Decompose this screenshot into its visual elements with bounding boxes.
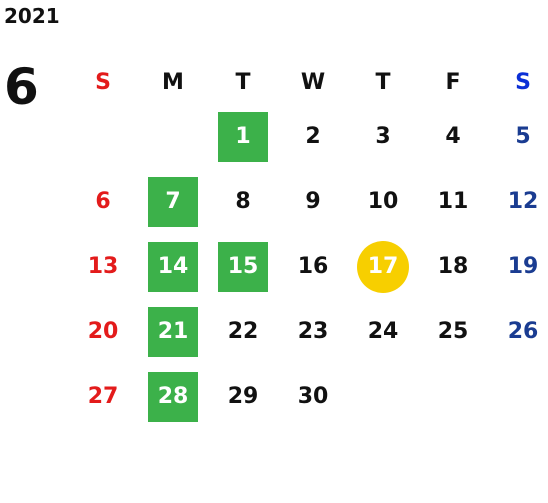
weekday-label: F bbox=[445, 69, 461, 95]
day-number: 5 bbox=[515, 124, 531, 149]
weekday-label: M bbox=[162, 69, 184, 95]
weekday-header-mon: M bbox=[138, 60, 208, 104]
day-number: 6 bbox=[95, 189, 111, 214]
day-cell[interactable]: 18 bbox=[418, 234, 488, 299]
day-cell[interactable]: 28 bbox=[138, 364, 208, 429]
day-number: 16 bbox=[297, 254, 329, 279]
week-row: 20 21 22 23 24 25 26 bbox=[68, 299, 548, 364]
day-cell[interactable]: 6 bbox=[68, 169, 138, 234]
day-cell[interactable]: 4 bbox=[418, 104, 488, 169]
week-row: 1 2 3 4 5 bbox=[68, 104, 548, 169]
day-cell[interactable]: 8 bbox=[208, 169, 278, 234]
weekday-header-row: S M T W T F S bbox=[68, 60, 548, 104]
day-cell[interactable]: 2 bbox=[278, 104, 348, 169]
day-number: 23 bbox=[297, 319, 329, 344]
day-number: 9 bbox=[305, 189, 321, 214]
day-number: 12 bbox=[507, 189, 539, 214]
weekday-header-thu: T bbox=[348, 60, 418, 104]
day-number: 4 bbox=[445, 124, 461, 149]
weekday-label: W bbox=[300, 69, 326, 95]
day-cell[interactable]: 9 bbox=[278, 169, 348, 234]
day-cell[interactable]: 11 bbox=[418, 169, 488, 234]
week-row: 27 28 29 30 bbox=[68, 364, 548, 429]
day-cell[interactable]: 26 bbox=[488, 299, 548, 364]
day-highlight-box bbox=[148, 176, 198, 227]
day-cell[interactable]: 25 bbox=[418, 299, 488, 364]
weekday-label: S bbox=[95, 69, 111, 95]
day-cell[interactable]: 30 bbox=[278, 364, 348, 429]
day-cell[interactable]: 5 bbox=[488, 104, 548, 169]
day-cell[interactable]: 12 bbox=[488, 169, 548, 234]
day-number: 14 bbox=[157, 254, 189, 279]
day-number: 2 bbox=[305, 124, 321, 149]
day-number: 20 bbox=[87, 319, 119, 344]
day-number: 8 bbox=[235, 189, 251, 214]
empty-day-cell bbox=[348, 364, 418, 429]
day-cell[interactable]: 16 bbox=[278, 234, 348, 299]
day-cell[interactable]: 20 bbox=[68, 299, 138, 364]
day-highlight-box bbox=[148, 306, 198, 357]
day-number: 28 bbox=[157, 384, 189, 409]
day-cell[interactable]: 24 bbox=[348, 299, 418, 364]
day-number: 30 bbox=[297, 384, 329, 409]
day-cell[interactable]: 13 bbox=[68, 234, 138, 299]
week-row: 6 7 8 9 10 11 12 bbox=[68, 169, 548, 234]
day-cell[interactable]: 17 bbox=[348, 234, 418, 299]
day-number: 29 bbox=[227, 384, 259, 409]
day-number: 26 bbox=[507, 319, 539, 344]
day-number: 21 bbox=[157, 319, 189, 344]
month-number: 6 bbox=[4, 58, 39, 116]
day-number: 25 bbox=[437, 319, 469, 344]
empty-day-cell bbox=[68, 104, 138, 169]
day-cell[interactable]: 21 bbox=[138, 299, 208, 364]
day-number: 15 bbox=[227, 254, 259, 279]
day-highlight-box bbox=[148, 371, 198, 422]
day-number: 10 bbox=[367, 189, 399, 214]
weekday-label: T bbox=[375, 69, 391, 95]
day-highlight-box bbox=[218, 241, 268, 292]
day-number: 22 bbox=[227, 319, 259, 344]
day-number: 1 bbox=[235, 124, 251, 149]
day-number: 27 bbox=[87, 384, 119, 409]
day-number: 13 bbox=[87, 254, 119, 279]
day-number: 18 bbox=[437, 254, 469, 279]
day-cell[interactable]: 22 bbox=[208, 299, 278, 364]
empty-day-cell bbox=[488, 364, 548, 429]
day-cell[interactable]: 19 bbox=[488, 234, 548, 299]
weekday-header-wed: W bbox=[278, 60, 348, 104]
day-cell[interactable]: 15 bbox=[208, 234, 278, 299]
day-cell[interactable]: 27 bbox=[68, 364, 138, 429]
empty-day-cell bbox=[138, 104, 208, 169]
year-label: 2021 bbox=[4, 4, 60, 28]
day-cell[interactable]: 7 bbox=[138, 169, 208, 234]
day-number: 19 bbox=[507, 254, 539, 279]
day-number: 24 bbox=[367, 319, 399, 344]
weekday-header-tue: T bbox=[208, 60, 278, 104]
day-number: 7 bbox=[165, 189, 181, 214]
day-cell[interactable]: 3 bbox=[348, 104, 418, 169]
day-number: 11 bbox=[437, 189, 469, 214]
day-cell[interactable]: 14 bbox=[138, 234, 208, 299]
day-highlight-box bbox=[148, 241, 198, 292]
day-cell[interactable]: 10 bbox=[348, 169, 418, 234]
day-number: 3 bbox=[375, 124, 391, 149]
week-row: 13 14 15 16 17 18 19 bbox=[68, 234, 548, 299]
weekday-header-fri: F bbox=[418, 60, 488, 104]
weekday-label: S bbox=[515, 69, 531, 95]
day-cell[interactable]: 23 bbox=[278, 299, 348, 364]
day-cell[interactable]: 29 bbox=[208, 364, 278, 429]
weekday-header-sat: S bbox=[488, 60, 548, 104]
day-cell[interactable]: 1 bbox=[208, 104, 278, 169]
weekday-label: T bbox=[235, 69, 251, 95]
today-circle bbox=[357, 240, 409, 293]
empty-day-cell bbox=[418, 364, 488, 429]
day-highlight-box bbox=[218, 111, 268, 162]
day-number: 17 bbox=[367, 254, 399, 279]
weekday-header-sun: S bbox=[68, 60, 138, 104]
